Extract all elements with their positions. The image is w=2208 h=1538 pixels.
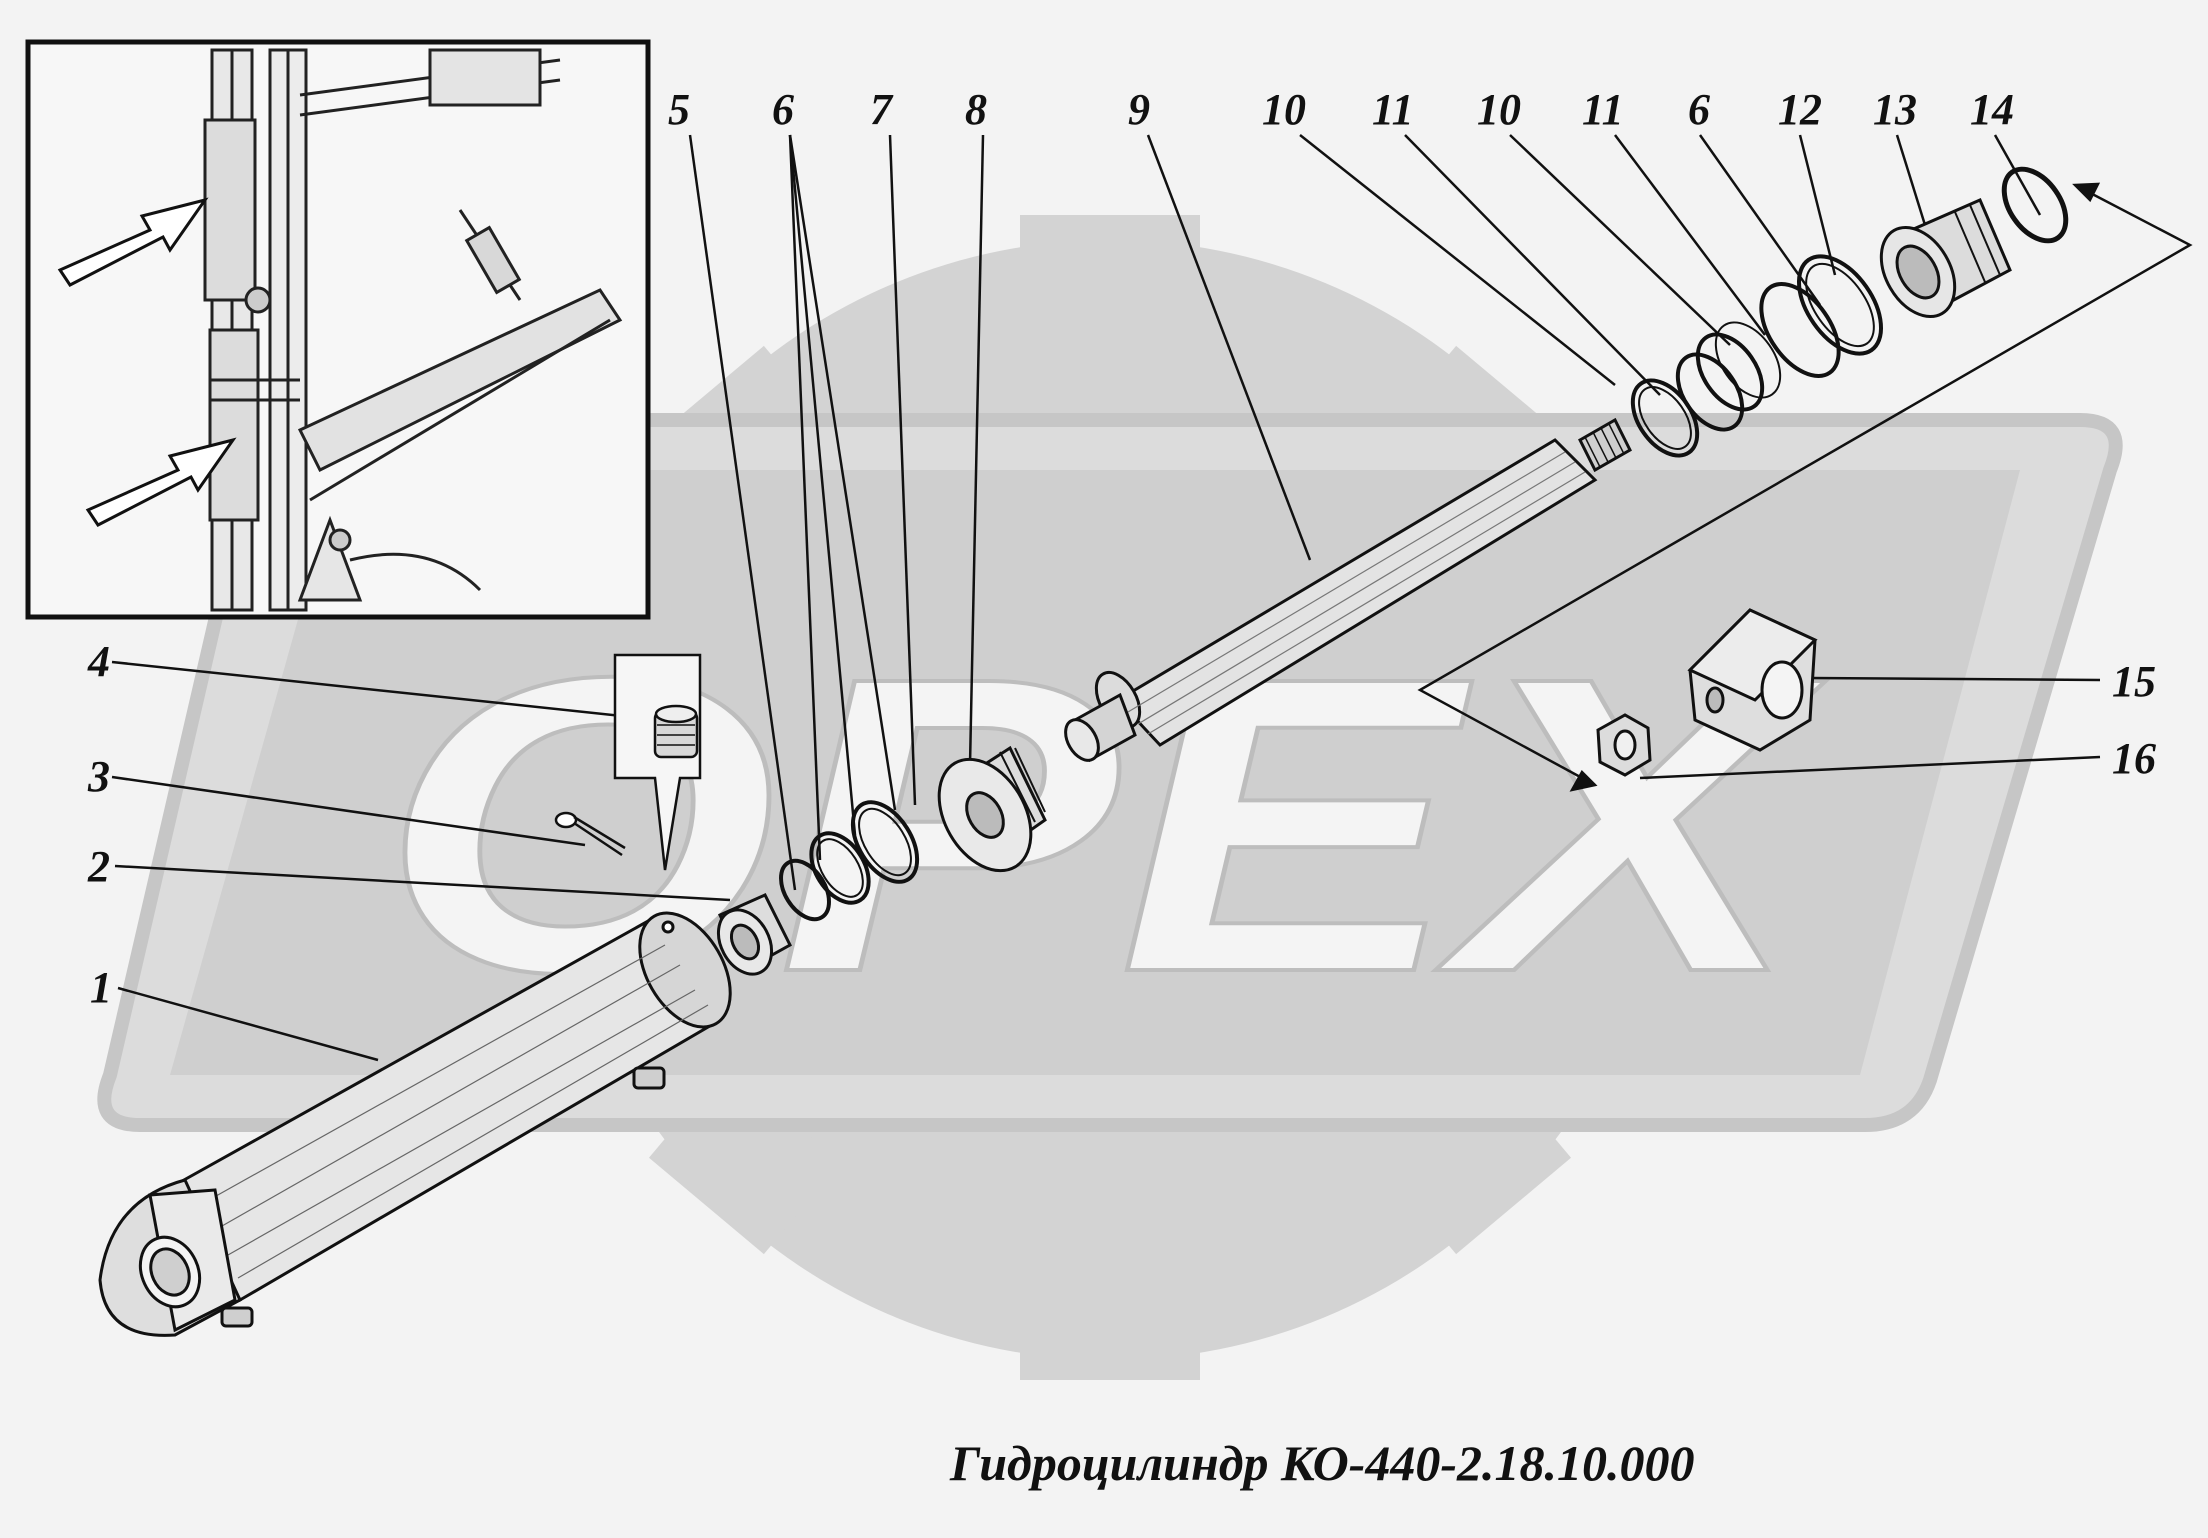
part-cotter-pin [554,811,626,857]
diagram-caption: Гидроцилиндр КО-440-2.18.10.000 [950,1435,1695,1491]
part-ring-6-rear [1759,282,1841,378]
callout-4: 4 [88,637,110,686]
callout-3: 3 [88,752,110,801]
callout-11-rear: 11 [1582,85,1624,134]
callout-15: 15 [2112,657,2156,706]
callout-6-rear: 6 [1688,85,1710,134]
callout-11-front: 11 [1372,85,1414,134]
part-plug [653,704,699,759]
callout-12: 12 [1778,85,1822,134]
callout-6-front: 6 [772,85,794,134]
assembly-arrow-head-icon [2072,182,2101,203]
part-gland [1879,198,2012,319]
part-bushing [716,893,792,976]
assembly-arrow-tail-icon [1569,769,1598,792]
part-rings-rear [1630,254,1884,458]
inset-arrow-lower-icon [85,437,237,527]
part-cylinder-body [98,911,732,1337]
callout-16: 16 [2112,734,2156,783]
inset-mounting-view [25,39,651,620]
callout-7: 7 [870,85,892,134]
part-ring-7 [850,800,920,884]
part-ring-5 [779,858,831,922]
callout-10-rear: 10 [1477,85,1521,134]
part-clevis-head [1687,608,1818,752]
callout-2: 2 [88,842,110,891]
callout-9: 9 [1128,85,1150,134]
part-ring-10-rear [1695,332,1765,412]
inset-arrow-upper-icon [57,197,209,287]
part-ring-11-front [1675,352,1745,432]
callout-10-front: 10 [1262,85,1306,134]
callout-5: 5 [668,85,690,134]
part-rod [1064,417,1632,763]
callout-8: 8 [965,85,987,134]
part-ring-12 [1796,254,1884,356]
callout-13: 13 [1873,85,1917,134]
part-piston [937,745,1047,873]
part-lock-nut [1596,713,1652,777]
part-rings-front [779,800,920,922]
part-ring-11-rear [1714,321,1782,399]
callout-1: 1 [90,963,112,1012]
part-retaining-ring [2001,166,2069,244]
callout-14: 14 [1970,85,2014,134]
